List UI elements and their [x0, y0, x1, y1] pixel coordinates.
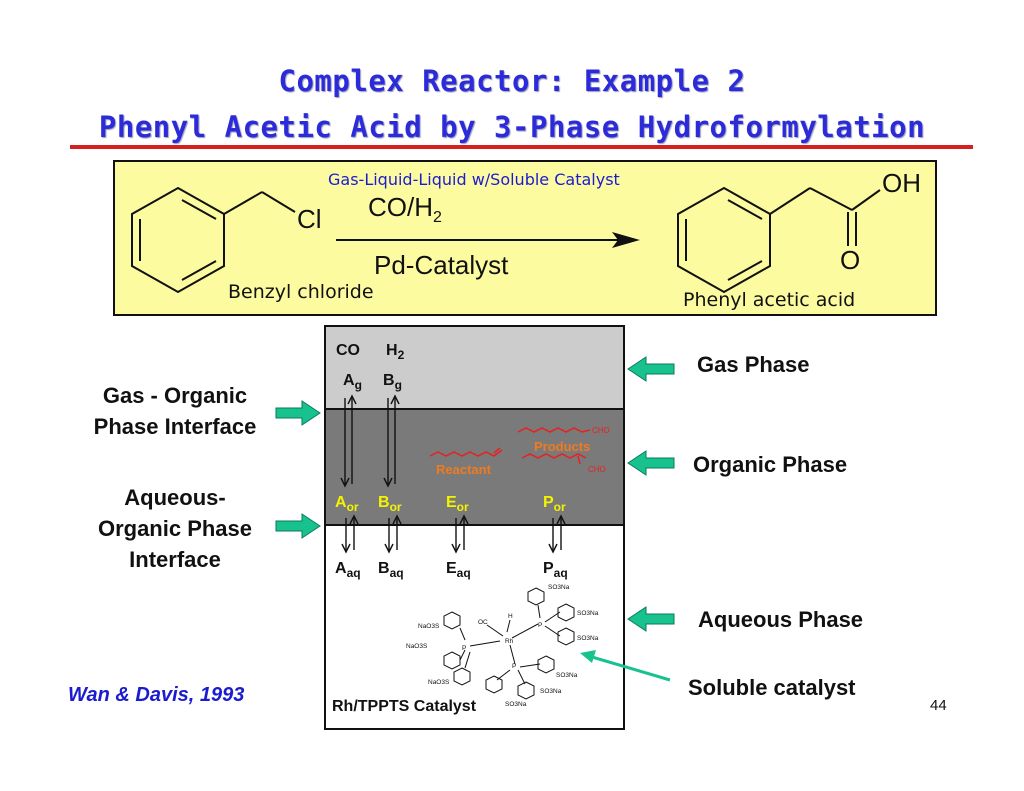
- species-b-organic: Bor: [378, 494, 402, 515]
- sulfonate-label-3: SO3Na: [577, 635, 599, 642]
- title-underline: [70, 145, 973, 149]
- carbonyl-ligand: OC: [478, 619, 488, 626]
- species-p-aqueous: Paq: [543, 560, 568, 581]
- gas-species-co: CO: [336, 342, 360, 359]
- reactant-label: Reactant: [436, 462, 491, 477]
- organic-phase-label: Organic Phase: [693, 452, 848, 477]
- gas-species-h2: H2: [386, 342, 405, 363]
- benzyl-chloride-structure: [131, 186, 296, 294]
- species-a-organic: Aor: [335, 494, 359, 515]
- phosphorus-atom-3: P: [512, 663, 516, 670]
- rh-atom: Rh: [505, 638, 514, 645]
- gas-phase-label: Gas Phase: [697, 352, 810, 377]
- aqueous-organic-interface-label: Aqueous- Organic Phase Interface: [97, 485, 253, 572]
- sulfonate-label-1: SO3Na: [548, 584, 570, 591]
- reaction-scheme-box: [113, 160, 937, 316]
- phosphorus-atom-1: P: [538, 622, 542, 629]
- reaction-arrow: [336, 232, 640, 248]
- catalyst-atom-labels: Rh P P P H OC SO3Na SO3Na SO3Na SO3Na SO…: [406, 584, 599, 708]
- phenyl-acetic-acid-structure: [677, 186, 881, 294]
- products-label: Products: [534, 439, 591, 454]
- gas-organic-transfer-arrows: [340, 394, 400, 488]
- catalyst-label: Rh/TPPTS Catalyst: [332, 698, 477, 715]
- soluble-catalyst-label: Soluble catalyst: [688, 675, 856, 700]
- phase-pointer-arrows: [275, 356, 675, 632]
- organic-aqueous-transfer-arrows: [341, 514, 566, 554]
- sulfonate-label-9: NaO3S: [428, 679, 450, 686]
- sulfonate-label-5: SO3Na: [540, 688, 562, 695]
- rh-tppts-catalyst-structure: [443, 587, 575, 700]
- reagent-above-arrow: CO/H2: [368, 192, 442, 227]
- cho-label-2: CHO: [588, 465, 606, 474]
- sulfonate-label-4: SO3Na: [556, 672, 578, 679]
- carbonyl-oxygen: O: [840, 245, 861, 275]
- gas-organic-interface-label: Gas - Organic Phase Interface: [93, 383, 257, 439]
- sulfonate-label-8: NaO3S: [406, 643, 428, 650]
- slide-title-line-2: Phenyl Acetic Acid by 3-Phase Hydroformy…: [98, 110, 926, 144]
- species-b-gas: Bg: [383, 372, 402, 393]
- cho-label-1: CHO: [592, 426, 610, 435]
- species-e-aqueous: Eaq: [446, 560, 471, 581]
- chlorine-atom: Cl: [297, 204, 322, 234]
- reactant-molecule: [429, 447, 503, 457]
- reference-citation: Wan & Davis, 1993: [68, 684, 245, 706]
- aqueous-phase-label: Aqueous Phase: [698, 607, 864, 632]
- species-b-aqueous: Baq: [378, 560, 404, 581]
- species-a-aqueous: Aaq: [335, 560, 361, 581]
- reactant-name: Benzyl chloride: [228, 281, 374, 303]
- soluble-catalyst-pointer: [580, 650, 671, 682]
- product-molecules: [517, 427, 591, 465]
- slide-title-line-1: Complex Reactor: Example 2: [278, 64, 746, 98]
- sulfonate-label-6: SO3Na: [505, 701, 527, 708]
- sulfonate-label-2: SO3Na: [577, 610, 599, 617]
- hydride-atom: H: [508, 613, 513, 620]
- sulfonate-label-7: NaO3S: [418, 623, 440, 630]
- reagent-below-arrow: Pd-Catalyst: [374, 250, 509, 280]
- product-name: Phenyl acetic acid: [683, 289, 856, 311]
- species-a-gas: Ag: [343, 372, 362, 393]
- gas-organic-interface-arrow: [275, 400, 321, 426]
- species-e-organic: Eor: [446, 494, 469, 515]
- page-number: 44: [930, 697, 947, 714]
- phosphorus-atom-2: P: [462, 645, 466, 652]
- aqueous-organic-interface-arrow: [275, 513, 321, 539]
- gas-phase-pointer-arrow: [627, 356, 675, 382]
- reaction-conditions-note: Gas-Liquid-Liquid w/Soluble Catalyst: [328, 170, 620, 189]
- hydroxyl-group: OH: [882, 168, 921, 198]
- organic-phase-pointer-arrow: [627, 450, 675, 476]
- species-p-organic: Por: [543, 494, 566, 515]
- aqueous-phase-pointer-arrow: [627, 606, 675, 632]
- gas-phase-region: [326, 327, 623, 409]
